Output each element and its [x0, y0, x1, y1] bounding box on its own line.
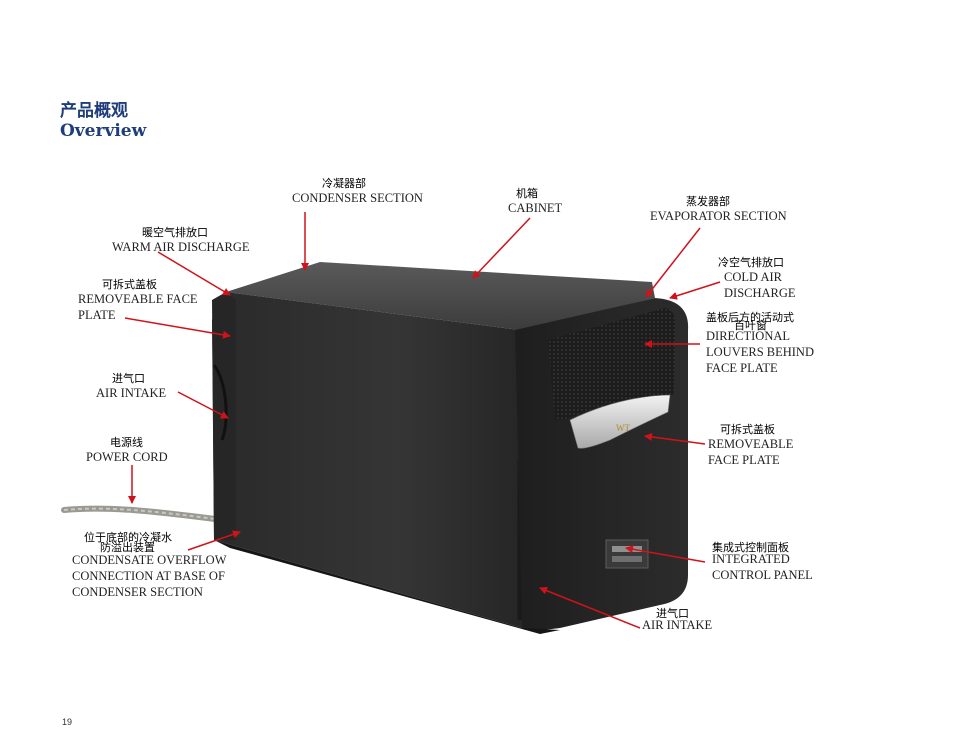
power-cord [61, 505, 243, 525]
evaporator-label-en: EVAPORATOR SECTION [650, 209, 787, 223]
warm-air-label-en: WARM AIR DISCHARGE [112, 240, 250, 254]
power-cord-label-en: POWER CORD [86, 450, 168, 464]
control-panel-label-en1: INTEGRATED [712, 552, 790, 566]
air-intake-bottom-label: 进气口 AIR INTAKE [642, 607, 712, 633]
power-cord-label-cn: 电源线 [110, 436, 143, 449]
brand-logo-text: WT [616, 423, 630, 433]
overflow-label-cn2: 防溢出装置 [100, 541, 155, 554]
face-plate-left-label: 可拆式盖板 REMOVEABLE FACE PLATE [78, 278, 198, 323]
cold-air-label-en1: COLD AIR [724, 270, 782, 284]
face-plate-left-label-en1: REMOVEABLE FACE [78, 292, 198, 306]
face-plate-right-label-en2: FACE PLATE [708, 453, 780, 467]
air-intake-left-label-en: AIR INTAKE [96, 386, 167, 400]
face-plate-right-label-en1: REMOVEABLE [708, 437, 794, 451]
arrow-air-intake-bottom [539, 586, 641, 629]
overflow-label-en3: CONDENSER SECTION [72, 585, 203, 599]
power-cord-label: 电源线 POWER CORD [86, 436, 168, 465]
face-plate-right-label: 可拆式盖板 REMOVEABLE FACE PLATE [708, 423, 793, 468]
arrow-cold-air [669, 281, 721, 300]
cold-air-label-cn: 冷空气排放口 [718, 256, 784, 269]
logo-badge [569, 394, 671, 449]
face-plate-right-label-cn: 可拆式盖板 [720, 423, 775, 436]
evaporator-label: 蒸发器部 EVAPORATOR SECTION [650, 195, 787, 224]
arrow-warm-air [157, 251, 231, 296]
warm-air-label-cn: 暖空气排放口 [142, 226, 208, 239]
evaporator-label-cn: 蒸发器部 [686, 195, 730, 208]
louvers-label: 盖板后方的活动式 百叶窗 DIRECTIONAL LOUVERS BEHIND … [706, 311, 814, 376]
air-intake-left-label: 进气口 AIR INTAKE [96, 372, 166, 401]
control-panel [605, 539, 649, 569]
arrow-cabinet [472, 217, 531, 279]
annotation-arrows [124, 212, 721, 629]
face-plate-left-label-cn: 可拆式盖板 [102, 278, 157, 291]
cold-air-label: 冷空气排放口 COLD AIR DISCHARGE [718, 256, 796, 301]
control-panel-label: 集成式控制面板 INTEGRATED CONTROL PANEL [712, 541, 813, 583]
warm-air-label: 暖空气排放口 WARM AIR DISCHARGE [112, 226, 250, 255]
control-panel-label-en2: CONTROL PANEL [712, 568, 813, 582]
cabinet-label: 机箱 CABINET [508, 187, 562, 216]
overflow-label-en2: CONNECTION AT BASE OF [72, 569, 225, 583]
condenser-label: 冷凝器部 CONDENSER SECTION [292, 177, 423, 206]
cabinet-label-cn: 机箱 [516, 187, 538, 200]
overflow-label-cn1: 位于底部的冷凝水 [84, 531, 172, 544]
louvers-label-en2: LOUVERS BEHIND [706, 345, 814, 359]
cold-air-label-en2: DISCHARGE [724, 286, 796, 300]
arrow-face-plate-right [644, 432, 706, 445]
arrow-overflow [187, 530, 241, 551]
cabinet-label-en: CABINET [508, 201, 563, 215]
page-number: 19 [62, 717, 73, 727]
front-grille [548, 308, 676, 420]
face-plate-left-label-en2: PLATE [78, 308, 116, 322]
air-intake-bottom-label-cn: 进气口 [656, 607, 689, 620]
arrow-evaporator [645, 227, 701, 298]
louvers-label-en1: DIRECTIONAL [706, 329, 791, 343]
page-title-en: Overview [60, 121, 147, 141]
control-panel-label-cn: 集成式控制面板 [712, 541, 789, 554]
cabinet-side [212, 292, 522, 628]
louvers-label-cn1: 盖板后方的活动式 [706, 311, 794, 324]
arrow-face-plate-left [124, 317, 231, 339]
louvers-label-cn2: 百叶窗 [734, 319, 767, 332]
cabinet-top [226, 262, 655, 330]
arrow-control-panel [625, 545, 706, 563]
arrow-air-intake-left [177, 391, 229, 419]
air-intake-left-label-cn: 进气口 [112, 372, 145, 385]
overflow-label-en1: CONDENSATE OVERFLOW [72, 553, 227, 567]
condenser-label-cn: 冷凝器部 [322, 177, 366, 190]
air-intake-bottom-label-en: AIR INTAKE [642, 618, 713, 632]
page-title-cn: 产品概观 [60, 101, 128, 121]
louvers-label-en3: FACE PLATE [706, 361, 778, 375]
condenser-label-en: CONDENSER SECTION [292, 191, 423, 205]
overflow-label: 位于底部的冷凝水 防溢出装置 CONDENSATE OVERFLOW CONNE… [72, 531, 227, 600]
